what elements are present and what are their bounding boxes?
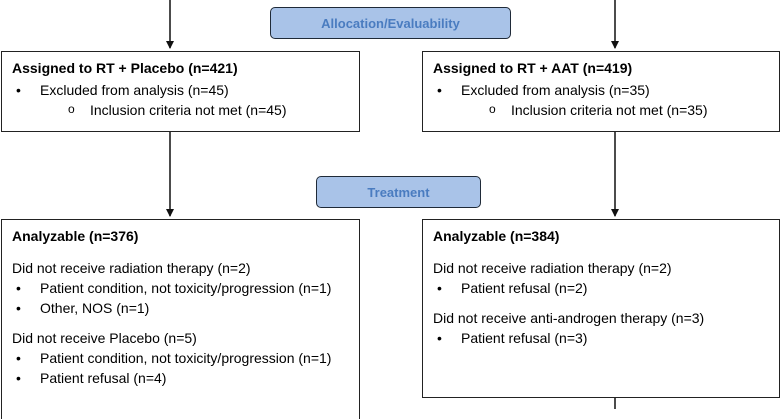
left-analyzable-box: Analyzable (n=376) Did not receive radia… bbox=[1, 219, 360, 419]
right-no-aat-item-1: Patient refusal (n=3) bbox=[433, 328, 769, 348]
right-excluded-item: Excluded from analysis (n=35) bbox=[433, 80, 769, 100]
consort-flow-diagram: Allocation/Evaluability Treatment Assign… bbox=[0, 0, 781, 409]
right-no-rt-item-1: Patient refusal (n=2) bbox=[433, 278, 769, 298]
left-assigned-title: Assigned to RT + Placebo (n=421) bbox=[12, 60, 238, 76]
treatment-banner: Treatment bbox=[316, 176, 481, 208]
right-assigned-title: Assigned to RT + AAT (n=419) bbox=[433, 60, 633, 76]
right-analyzable-title: Analyzable (n=384) bbox=[433, 228, 560, 244]
left-no-placebo-item-2: Patient refusal (n=4) bbox=[12, 368, 349, 388]
left-no-rt-item-1: Patient condition, not toxicity/progress… bbox=[12, 278, 349, 298]
left-excluded-subitem: Inclusion criteria not met (n=45) bbox=[12, 99, 349, 120]
allocation-banner: Allocation/Evaluability bbox=[270, 7, 511, 39]
right-no-rt-heading: Did not receive radiation therapy (n=2) bbox=[433, 260, 672, 276]
right-analyzable-box: Analyzable (n=384) Did not receive radia… bbox=[422, 219, 780, 398]
left-analyzable-title: Analyzable (n=376) bbox=[12, 228, 139, 244]
left-assigned-box: Assigned to RT + Placebo (n=421) Exclude… bbox=[1, 51, 360, 132]
connector-arrows bbox=[166, 0, 619, 409]
right-excluded-subitem: Inclusion criteria not met (n=35) bbox=[433, 99, 769, 120]
left-no-rt-item-2: Other, NOS (n=1) bbox=[12, 298, 349, 318]
left-no-rt-heading: Did not receive radiation therapy (n=2) bbox=[12, 260, 251, 276]
left-no-placebo-item-1: Patient condition, not toxicity/progress… bbox=[12, 348, 349, 368]
right-assigned-box: Assigned to RT + AAT (n=419) Excluded fr… bbox=[422, 51, 780, 132]
left-excluded-item: Excluded from analysis (n=45) bbox=[12, 80, 349, 100]
left-no-placebo-heading: Did not receive Placebo (n=5) bbox=[12, 330, 197, 346]
right-no-aat-heading: Did not receive anti-androgen therapy (n… bbox=[433, 310, 705, 326]
